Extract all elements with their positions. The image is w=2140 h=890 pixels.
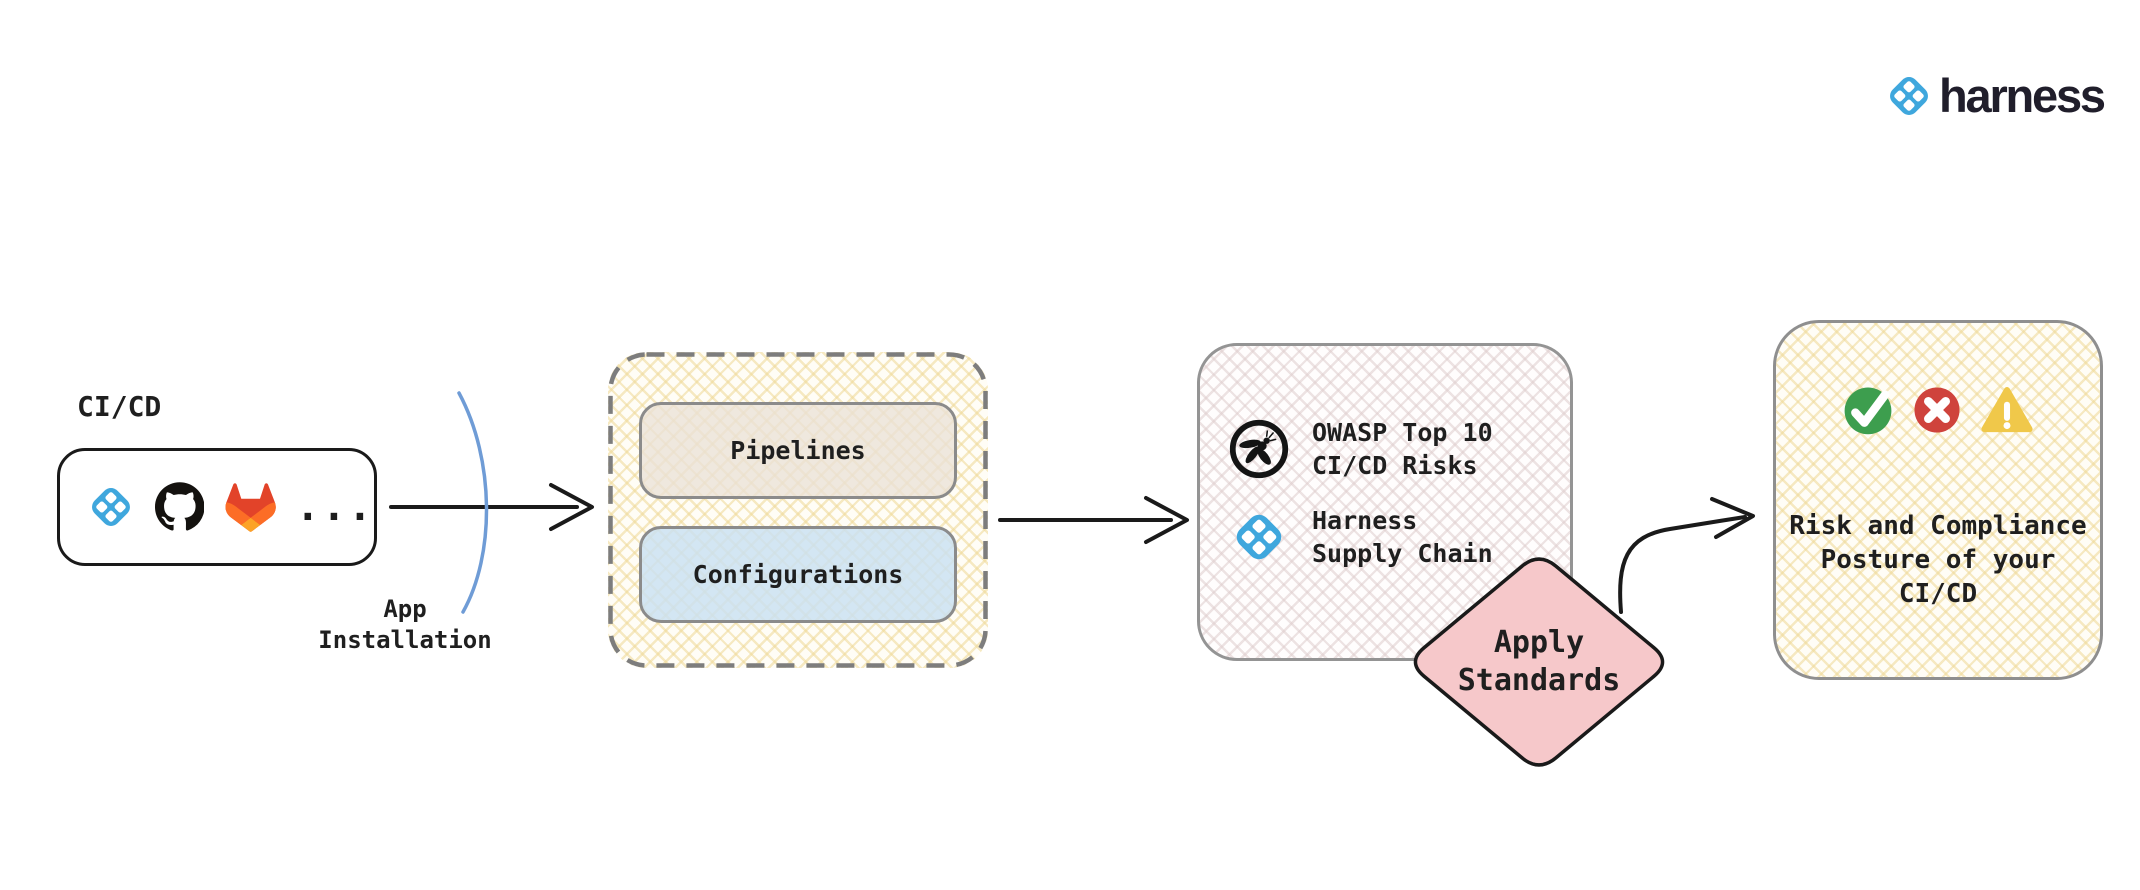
pipeline-group-node: Pipelines Configurations bbox=[608, 352, 988, 668]
brand-wordmark: harness bbox=[1939, 69, 2106, 122]
cicd-source-node: ... bbox=[57, 448, 377, 566]
diamond-shape bbox=[1413, 557, 1665, 767]
cross-circle-icon bbox=[1911, 384, 1963, 436]
arrow-apply-to-result-head bbox=[1710, 497, 1755, 539]
configurations-node: Configurations bbox=[639, 526, 957, 623]
installation-arc bbox=[457, 391, 489, 614]
result-node: Risk and Compliance Posture of your CI/C… bbox=[1773, 320, 2103, 680]
arrow-group-to-standards-head bbox=[1144, 496, 1189, 544]
apply-standards-label: Apply Standards bbox=[1457, 625, 1621, 698]
github-icon bbox=[155, 479, 205, 535]
harness-logo-icon bbox=[1886, 73, 1932, 119]
app-installation-label: App Installation bbox=[318, 595, 492, 654]
dashed-border bbox=[608, 352, 988, 668]
configurations-label: Configurations bbox=[692, 560, 904, 589]
status-icons-row bbox=[1841, 383, 2035, 437]
brand-logo: harness bbox=[1886, 69, 2106, 122]
owasp-label: OWASP Top 10 CI/CD Risks bbox=[1312, 418, 1493, 480]
warning-triangle-icon bbox=[1979, 384, 2035, 436]
harness-supply-chain-label: Harness Supply Chain bbox=[1312, 506, 1493, 568]
owasp-icon bbox=[1226, 417, 1292, 481]
gitlab-icon bbox=[225, 479, 276, 535]
more-providers-ellipsis: ... bbox=[295, 484, 374, 530]
pipelines-node: Pipelines bbox=[639, 402, 957, 499]
result-label: Risk and Compliance Posture of your CI/C… bbox=[1789, 511, 2087, 609]
owasp-row: OWASP Top 10 CI/CD Risks bbox=[1226, 416, 1493, 482]
cicd-title: CI/CD bbox=[77, 390, 162, 423]
pipelines-label: Pipelines bbox=[730, 436, 866, 465]
harness-supply-chain-row: Harness Supply Chain bbox=[1226, 504, 1493, 570]
check-circle-icon bbox=[1841, 383, 1895, 437]
arrow-source-to-group-head bbox=[549, 483, 594, 531]
harness-icon bbox=[1226, 510, 1292, 564]
apply-standards-node: Apply Standards bbox=[1401, 544, 1677, 780]
harness-icon bbox=[88, 481, 134, 533]
